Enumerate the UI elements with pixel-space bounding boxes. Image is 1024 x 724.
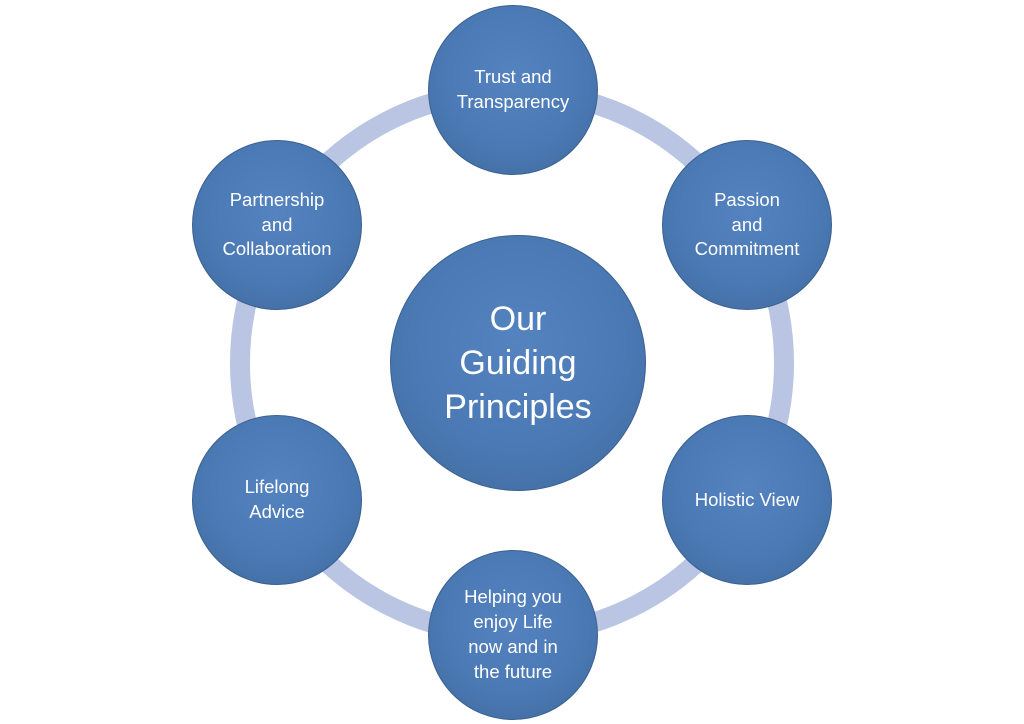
center-node-our-guiding-principles: Our Guiding Principles bbox=[390, 235, 646, 491]
node-label: Lifelong Advice bbox=[244, 476, 310, 522]
node-passion-and-commitment: Passion and Commitment bbox=[662, 140, 832, 310]
node-partnership-and-collaboration: Partnership and Collaboration bbox=[192, 140, 362, 310]
node-holistic-view: Holistic View bbox=[662, 415, 832, 585]
node-helping-you-enjoy-life: Helping you enjoy Life now and in the fu… bbox=[428, 550, 598, 720]
node-label: Passion and Commitment bbox=[694, 188, 800, 260]
center-node-label: Our Guiding Principles bbox=[444, 299, 592, 427]
node-label: Partnership and Collaboration bbox=[222, 188, 332, 260]
node-label: Trust and Transparency bbox=[456, 66, 570, 112]
node-label: Holistic View bbox=[694, 488, 800, 510]
node-label: Helping you enjoy Life now and in the fu… bbox=[464, 586, 562, 682]
node-trust-and-transparency: Trust and Transparency bbox=[428, 5, 598, 175]
node-lifelong-advice: Lifelong Advice bbox=[192, 415, 362, 585]
